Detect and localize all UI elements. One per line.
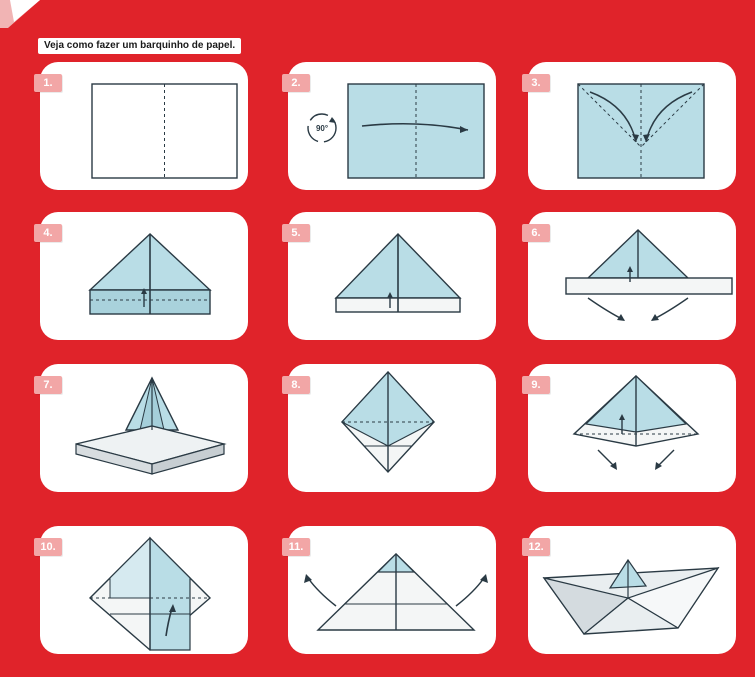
step-1-diagram bbox=[40, 62, 248, 190]
step-card-3: 3. bbox=[528, 62, 736, 190]
step-card-11: 11. bbox=[288, 526, 496, 654]
step-2-diagram: 90° bbox=[288, 62, 496, 190]
step-12-diagram bbox=[528, 526, 736, 654]
step-card-1: 1. bbox=[40, 62, 248, 190]
step-card-9: 9. bbox=[528, 364, 736, 492]
step-card-6: 6. bbox=[528, 212, 736, 340]
step-7-diagram bbox=[40, 364, 248, 492]
step-card-5: 5. bbox=[288, 212, 496, 340]
step-8-diagram bbox=[288, 364, 496, 492]
step-card-7: 7. bbox=[40, 364, 248, 492]
step-9-diagram bbox=[528, 364, 736, 492]
step-card-10: 10. bbox=[40, 526, 248, 654]
step-10-diagram bbox=[40, 526, 248, 654]
step-card-2: 2. 90° bbox=[288, 62, 496, 190]
step-card-12: 12. bbox=[528, 526, 736, 654]
step-11-diagram bbox=[288, 526, 496, 654]
step-3-diagram bbox=[528, 62, 736, 190]
step-card-4: 4. bbox=[40, 212, 248, 340]
step-5-diagram bbox=[288, 212, 496, 340]
image-credit bbox=[736, 560, 748, 670]
step-card-8: 8. bbox=[288, 364, 496, 492]
corner-fold-icon bbox=[0, 0, 40, 30]
step-6-diagram bbox=[528, 212, 736, 340]
step-4-diagram bbox=[40, 212, 248, 340]
page-title: Veja como fazer um barquinho de papel. bbox=[38, 38, 241, 54]
rotate-90-label: 90° bbox=[316, 124, 328, 133]
